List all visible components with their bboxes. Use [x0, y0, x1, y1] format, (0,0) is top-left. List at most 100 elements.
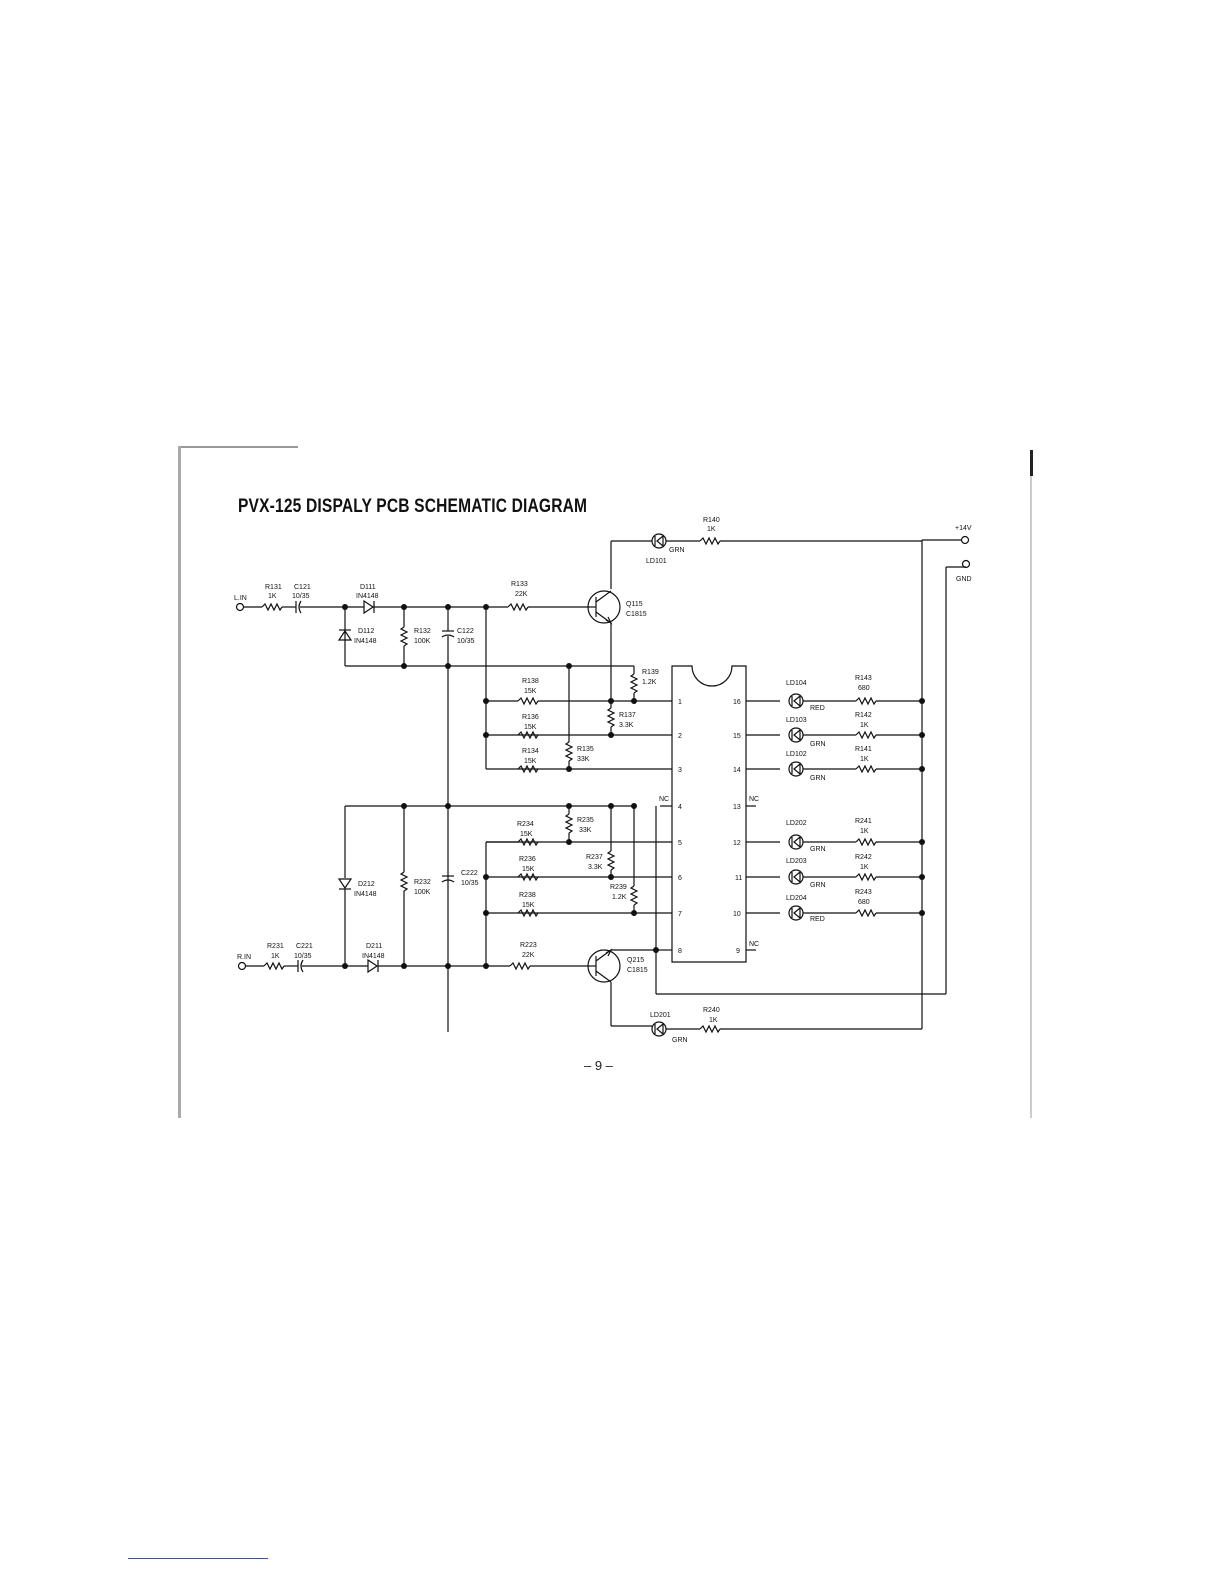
R237-value: 3.3K: [588, 864, 603, 871]
R235-value: 33K: [579, 827, 592, 834]
D111-name: D111: [360, 584, 376, 591]
R134-name: R134: [522, 748, 539, 755]
R143-name: R143: [855, 675, 872, 682]
frame-left-edge: [178, 446, 181, 1118]
C122-value: 10/35: [457, 638, 475, 645]
R138-value: 15K: [524, 688, 537, 695]
nc-label-pin9: NC: [749, 941, 759, 948]
R239-value: 1.2K: [612, 894, 627, 901]
footer-line: [128, 1558, 268, 1559]
C222-value: 10/35: [461, 880, 479, 887]
LD102-color: GRN: [810, 775, 826, 782]
ic-pin-13: 13: [733, 804, 741, 811]
R138-name: R138: [522, 678, 539, 685]
power-rails: +14V GND: [655, 525, 972, 1026]
LD201-color: GRN: [672, 1037, 688, 1044]
R142-value: 1K: [860, 722, 869, 729]
LD204-name: LD204: [786, 895, 807, 902]
R242-name: R242: [855, 854, 872, 861]
ic-pin-8: 8: [678, 948, 682, 955]
ic-chip: [671, 665, 747, 963]
bottom-led-chain: LD201 GRN R240 1K: [611, 1007, 923, 1044]
LD201-name: LD201: [650, 1012, 671, 1019]
R136-name: R136: [522, 714, 539, 721]
right-input-section: R.IN R231 1K C221 10/35 D211 IN4148 R223…: [237, 942, 590, 974]
R231-name: R231: [267, 943, 284, 950]
R135-value: 33K: [577, 756, 590, 763]
top-led-chain: LD101 GRN R140 1K: [610, 517, 922, 589]
left-input-section: L.IN R131 1K C121 10/35 D111 IN4148 D112…: [234, 581, 634, 1032]
LD203-color: GRN: [810, 882, 826, 889]
Q115-type: C1815: [626, 611, 647, 618]
R140-value: 1K: [707, 526, 716, 533]
LD101-color: GRN: [669, 547, 685, 554]
R239-name: R239: [610, 884, 627, 891]
scan-frame: [178, 446, 1034, 1118]
left-led-outputs: LD104 RED R143 680 LD103 GRN R142 1K LD1…: [786, 675, 925, 782]
Q115-name: Q115: [626, 601, 643, 608]
LD103-name: LD103: [786, 717, 807, 724]
LD103-color: GRN: [810, 741, 826, 748]
LD204-color: RED: [810, 916, 825, 923]
R234-value: 15K: [520, 831, 533, 838]
R237-name: R237: [586, 854, 603, 861]
D211-name: D211: [366, 943, 382, 950]
ic-pin-3: 3: [678, 767, 682, 774]
D212-type: IN4148: [354, 891, 377, 898]
R234-name: R234: [517, 821, 534, 828]
LD101-name: LD101: [646, 558, 667, 565]
LD202-name: LD202: [786, 820, 807, 827]
ic-pin-16: 16: [733, 699, 741, 706]
gnd-label: GND: [956, 576, 972, 583]
R238-name: R238: [519, 892, 536, 899]
R141-value: 1K: [860, 756, 869, 763]
R133-name: R133: [511, 581, 528, 588]
R133-value: 22K: [515, 591, 528, 598]
C221-value: 10/35: [294, 953, 312, 960]
R132-name: R132: [414, 628, 431, 635]
frame-right-top-mark: [1030, 450, 1033, 476]
nc-label-pin4: NC: [659, 796, 669, 803]
ic-pin-15: 15: [733, 733, 741, 740]
R240-value: 1K: [709, 1017, 718, 1024]
R137-name: R137: [619, 712, 636, 719]
rin-label: R.IN: [237, 954, 251, 961]
Q215-type: C1815: [627, 967, 648, 974]
D112-name: D112: [358, 628, 374, 635]
page-number: – 9 –: [584, 1058, 613, 1073]
R141-name: R141: [855, 746, 872, 753]
R223-value: 22K: [522, 952, 535, 959]
ic-pin-11: 11: [735, 875, 742, 882]
ic-pin-7: 7: [678, 911, 682, 918]
R235-name: R235: [577, 817, 594, 824]
C221-name: C221: [296, 943, 313, 950]
R135-name: R135: [577, 746, 594, 753]
R143-value: 680: [858, 685, 870, 692]
R142-name: R142: [855, 712, 872, 719]
R242-value: 1K: [860, 864, 869, 871]
frame-top-edge: [178, 446, 298, 448]
ic-pin-4: 4: [678, 804, 682, 811]
ic-pin-1: 1: [678, 699, 682, 706]
LD203-name: LD203: [786, 858, 807, 865]
ic-pin-12: 12: [733, 840, 741, 847]
left-resistor-ladder: R139 1.2K R138 15K R137 3.3K R136 15K R1…: [483, 607, 659, 774]
LD202-color: GRN: [810, 846, 826, 853]
R232-value: 100K: [414, 889, 431, 896]
R238-value: 15K: [522, 902, 535, 909]
R134-value: 15K: [524, 758, 537, 765]
ic-pin-2: 2: [678, 733, 682, 740]
ic-pin-9: 9: [736, 948, 740, 955]
R231-value: 1K: [271, 953, 280, 960]
R136-value: 15K: [524, 724, 537, 731]
LD102-name: LD102: [786, 751, 807, 758]
R132-value: 100K: [414, 638, 431, 645]
R236-value: 15K: [522, 866, 535, 873]
C122-name: C122: [457, 628, 474, 635]
page-title: PVX-125 DISPALY PCB SCHEMATIC DIAGRAM: [238, 496, 588, 517]
R241-name: R241: [855, 818, 872, 825]
R243-name: R243: [855, 889, 872, 896]
ic-pin-14: 14: [733, 767, 741, 774]
R240-name: R240: [703, 1007, 720, 1014]
